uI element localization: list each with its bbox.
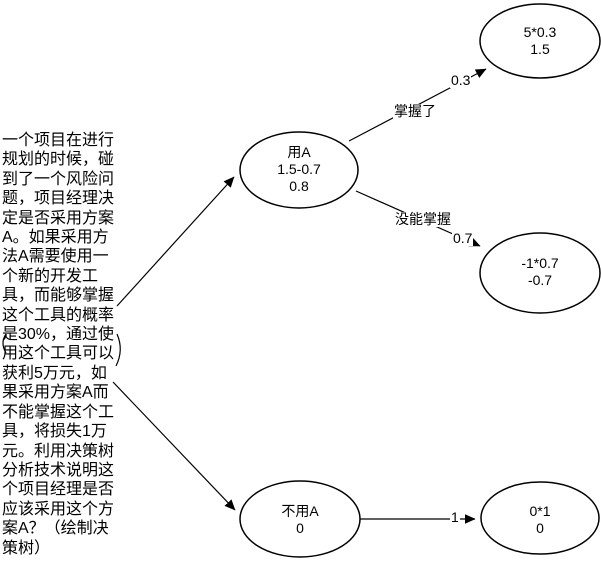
node-use-a-label: 用A 1.5-0.7 0.8 — [229, 144, 369, 195]
problem-statement: 一个项目在进行 规划的时候，碰 到了一个风险问 题，项目经理决 定是否采用方案 … — [2, 132, 115, 557]
node-no-use-outcome-calc: 0*1 — [529, 503, 551, 519]
node-not-use-a-value: 0 — [296, 520, 304, 536]
edge-to-not-use-a — [112, 381, 236, 511]
node-not-mastered-outcome-calc: -1*0.7 — [521, 255, 559, 271]
node-not-mastered-outcome-ellipse — [479, 232, 601, 314]
edge-no-use-probability: 1 — [450, 509, 460, 525]
node-not-mastered-outcome-value: -0.7 — [527, 272, 553, 288]
node-not-mastered-outcome-label: -1*0.7 -0.7 — [470, 255, 601, 289]
edge-mastered-label: 掌握了 — [393, 103, 437, 119]
node-mastered-outcome-value: 1.5 — [530, 41, 550, 57]
node-use-a-calc: 1.5-0.7 — [277, 161, 321, 177]
node-mastered-outcome-calc: 5*0.3 — [523, 24, 557, 40]
left-paren-arc — [2, 333, 7, 354]
node-no-use-outcome-ellipse — [480, 481, 600, 555]
right-paren-arc — [115, 333, 121, 367]
edge-to-use-a — [116, 176, 235, 307]
node-mastered-outcome-ellipse — [479, 3, 601, 79]
edge-not-mastered-label: 没能掌握 — [394, 211, 452, 227]
node-use-a-title: 用A — [287, 144, 311, 160]
edge-not-mastered-probability: 0.7 — [452, 230, 474, 246]
node-not-use-a-label: 不用A 0 — [230, 503, 370, 537]
edge-mastered-probability: 0.3 — [450, 72, 472, 88]
node-use-a-value: 0.8 — [289, 178, 309, 194]
node-no-use-outcome-label: 0*1 0 — [470, 503, 601, 537]
node-no-use-outcome-value: 0 — [536, 520, 544, 536]
node-use-a-ellipse — [239, 131, 359, 209]
node-not-use-a-ellipse — [239, 480, 361, 558]
node-mastered-outcome-label: 5*0.3 1.5 — [470, 24, 601, 58]
node-not-use-a-title: 不用A — [281, 503, 319, 519]
